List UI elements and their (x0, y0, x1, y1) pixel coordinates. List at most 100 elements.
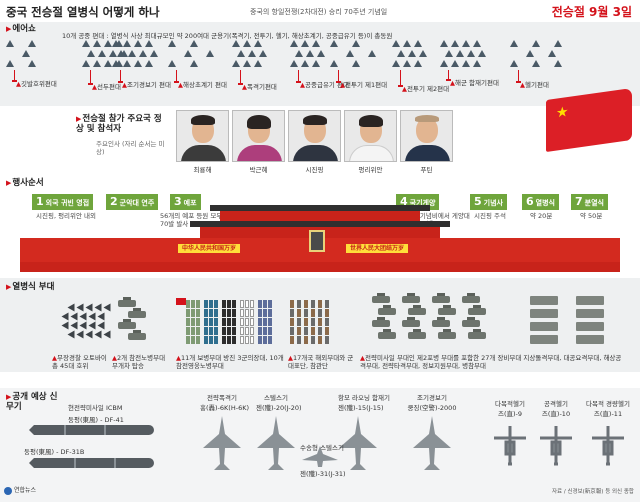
formation-caption: ▲선두편대 (92, 83, 121, 91)
soldier-icon (196, 309, 200, 317)
aircraft-group: 공격헬기 (544, 400, 568, 408)
jet-icon (6, 60, 14, 67)
jet-icon (109, 50, 117, 57)
jet-icon (123, 60, 131, 67)
flag-bearer-icon (176, 298, 186, 305)
soldier-icon (196, 327, 200, 335)
missile-launcher-icon (530, 309, 558, 318)
motorcycle-icon (97, 312, 105, 321)
soldier-icon (214, 327, 218, 335)
aircraft-group: 다목적헬기 (495, 400, 525, 408)
soldier-icon (232, 309, 236, 317)
jet-icon (414, 60, 422, 67)
portrait-icon (309, 230, 325, 252)
foreign-soldier-icon (318, 318, 322, 326)
soldier-icon (186, 318, 190, 326)
jet-icon (145, 60, 153, 67)
jet-icon (352, 60, 360, 67)
parade-unit-caption: ▲무장경찰 오토바이 총 45대 호위 (52, 354, 107, 370)
parade-label: ▶열병식 부대 (6, 282, 55, 292)
jet-icon (93, 40, 101, 47)
jet-icon (397, 50, 405, 57)
soldier-icon (186, 327, 190, 335)
missile-title: 현전략미사일 ICBM (68, 404, 123, 412)
formation-pointer (238, 70, 243, 85)
formation-caption: ▲전투기 제2편대 (402, 85, 450, 93)
foreign-soldier-icon (297, 300, 301, 308)
weapons-background (0, 388, 640, 502)
jet-icon (301, 40, 309, 47)
armored-vehicle-icon (402, 293, 420, 303)
schedule-step-note: 약 50분 (580, 212, 603, 220)
jet-icon (317, 50, 325, 57)
soldier-icon (240, 309, 244, 317)
jet-icon (414, 40, 422, 47)
jet-icon (451, 40, 459, 47)
weapons-label: ▶공개 예상 신무기 (6, 392, 58, 412)
schedule-step-note: 시진핑 주석 (474, 212, 506, 220)
air-formation (6, 40, 46, 90)
foreign-soldier-icon (304, 309, 308, 317)
jet-icon (478, 50, 486, 57)
jet-icon (232, 40, 240, 47)
aircraft-name: 쿵징(空警)-2000 (407, 404, 457, 412)
soldier-icon (209, 318, 213, 326)
aircraft-name: 즈(直)-10 (541, 410, 571, 418)
jet-icon (206, 50, 214, 57)
schedule-step-note: 56개의 예포 등원 모두 70발 발사 (160, 212, 223, 228)
foreign-soldier-icon (318, 300, 322, 308)
soldier-icon (222, 300, 226, 308)
china-flag-icon: ★ (546, 87, 632, 153)
jet-icon (330, 60, 338, 67)
soldier-icon (240, 336, 244, 344)
armored-vehicle-icon (378, 329, 396, 339)
soldier-icon (196, 318, 200, 326)
jet-icon (254, 60, 262, 67)
jet-icon (28, 40, 36, 47)
jet-icon (82, 40, 90, 47)
helicopter-icon (592, 426, 624, 466)
jet-icon (190, 40, 198, 47)
soldier-icon (240, 300, 244, 308)
aircraft-name: 젠(殲)-15(J-15) (338, 404, 384, 412)
missile-launcher-icon (530, 335, 558, 344)
foreign-soldier-icon (297, 336, 301, 344)
air-formation (290, 40, 328, 90)
guests-label: ▶전승절 참가 주요국 정상 및 참석자 (76, 114, 162, 134)
soldier-icon (222, 309, 226, 317)
aircraft-group: 수송형 스텔스기 (300, 444, 344, 452)
section-marker-icon: ▶ (76, 115, 82, 123)
soldier-icon (214, 336, 218, 344)
foreign-soldier-icon (311, 318, 315, 326)
soldier-icon (214, 318, 218, 326)
aircraft-group: 항모 라오닝 함재기 (338, 394, 390, 402)
soldier-icon (209, 300, 213, 308)
banner-left: 中华人民共和国万岁 (178, 244, 241, 253)
section-marker-icon: ▶ (6, 179, 12, 187)
armored-vehicle-icon (468, 305, 486, 315)
foreign-soldier-icon (311, 336, 315, 344)
jet-icon (510, 40, 518, 47)
jet-icon (368, 50, 376, 57)
aircraft-group: 다목적 경량헬기 (586, 400, 630, 408)
air-formation (232, 40, 276, 90)
helicopter-icon (540, 426, 572, 466)
foreign-soldier-icon (318, 309, 322, 317)
soldier-icon (258, 336, 262, 344)
guest-photo (288, 110, 341, 162)
missile-name: 둥펑(東風) - DF-31B (24, 448, 85, 456)
soldier-icon (263, 318, 267, 326)
jet-icon (145, 40, 153, 47)
jet-icon (87, 50, 95, 57)
soldier-icon (232, 327, 236, 335)
motorcycle-icon (70, 312, 78, 321)
motorcycle-icon (67, 303, 75, 312)
jet-icon (243, 60, 251, 67)
missile-launcher-icon (576, 296, 604, 305)
aircraft-name: 젠(殲)-20(J-20) (256, 404, 302, 412)
foreign-soldier-icon (297, 327, 301, 335)
air-formation (330, 40, 378, 90)
formation-caption: ▲조기경보기 편대 (122, 81, 171, 89)
jet-icon (237, 50, 245, 57)
